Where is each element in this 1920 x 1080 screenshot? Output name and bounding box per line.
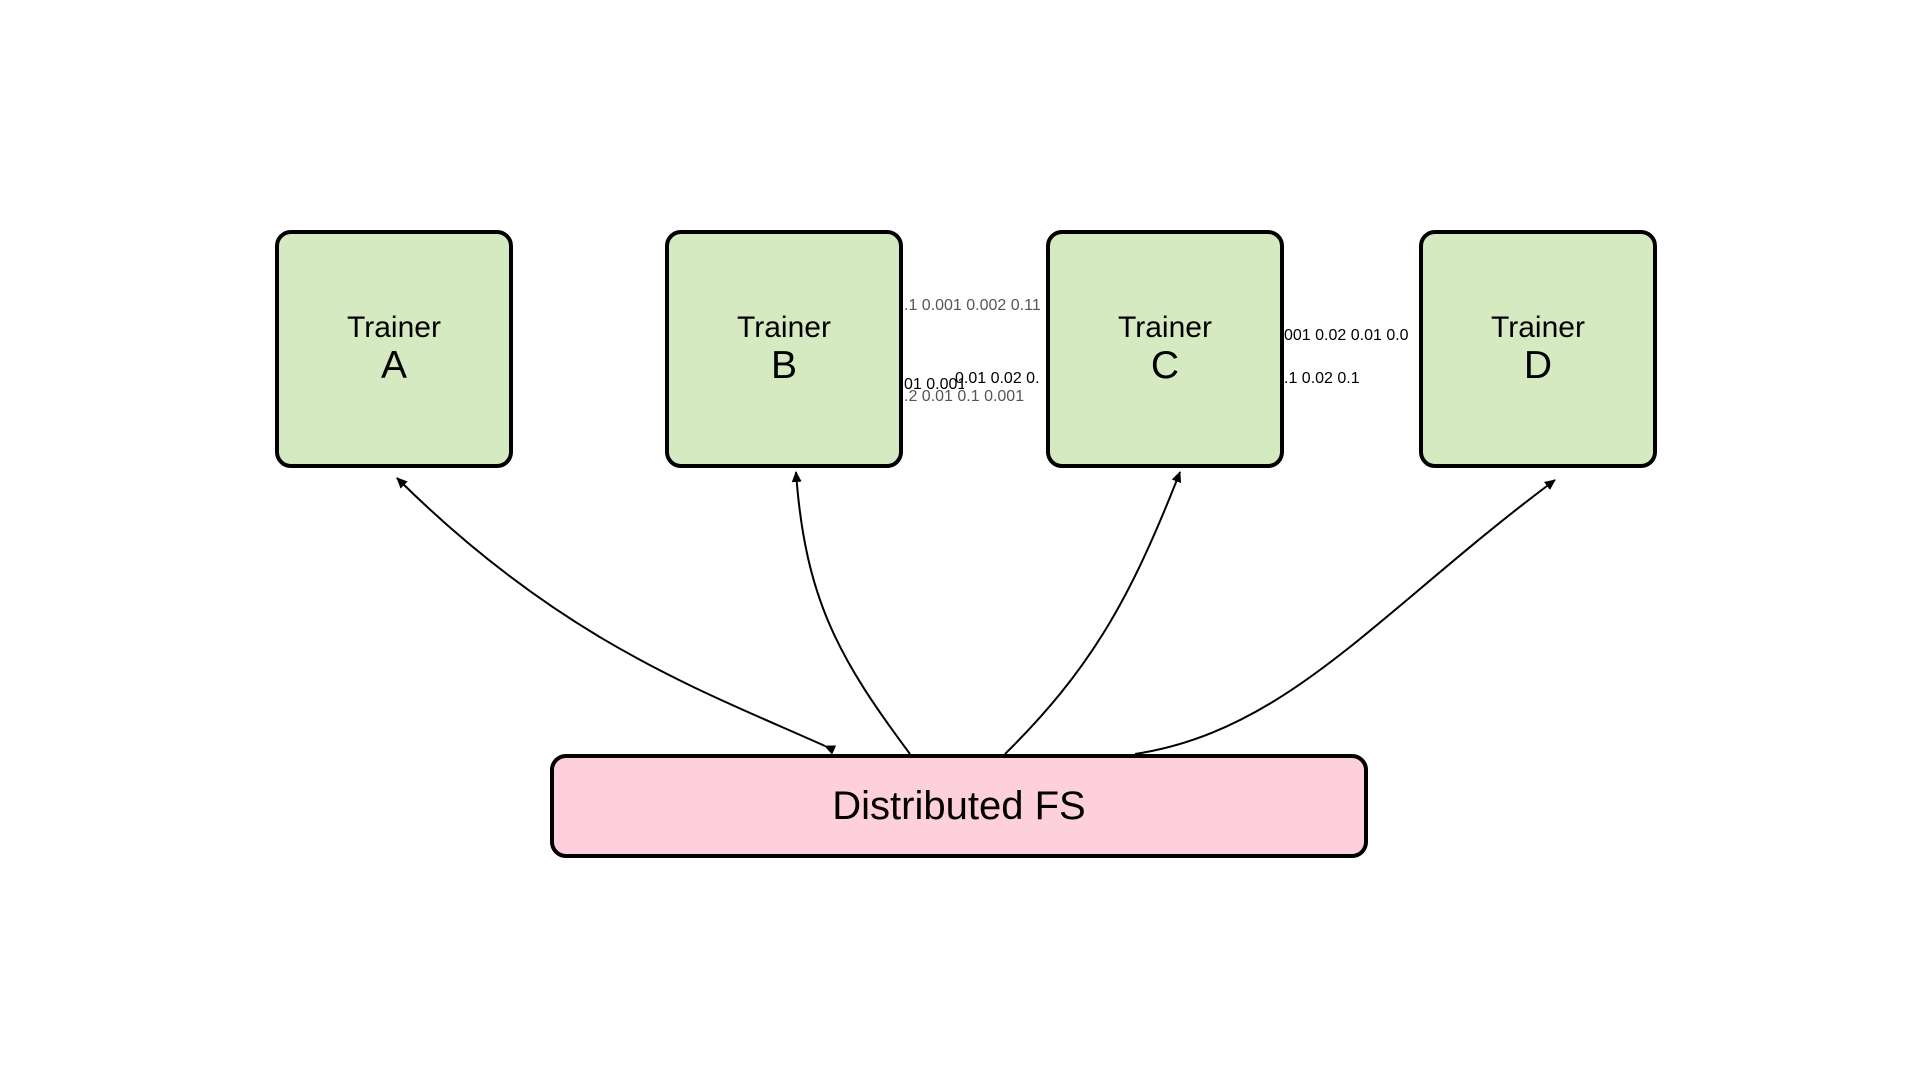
trainer-c-node: Trainer C — [1046, 230, 1284, 468]
distributed-fs-node: Distributed FS — [550, 754, 1368, 858]
trainer-label: Trainer — [347, 311, 441, 344]
gradient-stream-b-c-bottom: .2 0.01 0.1 0.001 — [904, 388, 1025, 405]
gradient-stream-c-d-top: 001 0.02 0.01 0.0 — [1284, 327, 1409, 344]
trainer-a-node: Trainer A — [275, 230, 513, 468]
trainer-label: Trainer — [737, 311, 831, 344]
gradient-stream-b-c-mid2: 0.01 0.02 0. — [955, 370, 1040, 387]
arrow-fs-trainer-b — [791, 471, 911, 755]
trainer-id: C — [1150, 344, 1180, 387]
trainer-id: A — [380, 344, 407, 387]
gradient-stream-c-d-bottom: .1 0.02 0.1 — [1284, 370, 1360, 387]
trainer-d-node: Trainer D — [1419, 230, 1657, 468]
arrow-fs-trainer-a — [396, 477, 837, 755]
trainer-b-node: Trainer B — [665, 230, 903, 468]
trainer-id: B — [770, 344, 797, 387]
arrow-fs-trainer-c — [1004, 471, 1182, 755]
arrow-fs-trainer-d — [1134, 479, 1556, 755]
distributed-fs-label: Distributed FS — [832, 784, 1086, 828]
trainer-id: D — [1523, 344, 1553, 387]
trainer-label: Trainer — [1118, 311, 1212, 344]
trainer-label: Trainer — [1491, 311, 1585, 344]
gradient-stream-b-c-mid: 01 0.001 — [904, 376, 964, 393]
gradient-stream-b-c-top: .1 0.001 0.002 0.11 — [904, 297, 1041, 314]
